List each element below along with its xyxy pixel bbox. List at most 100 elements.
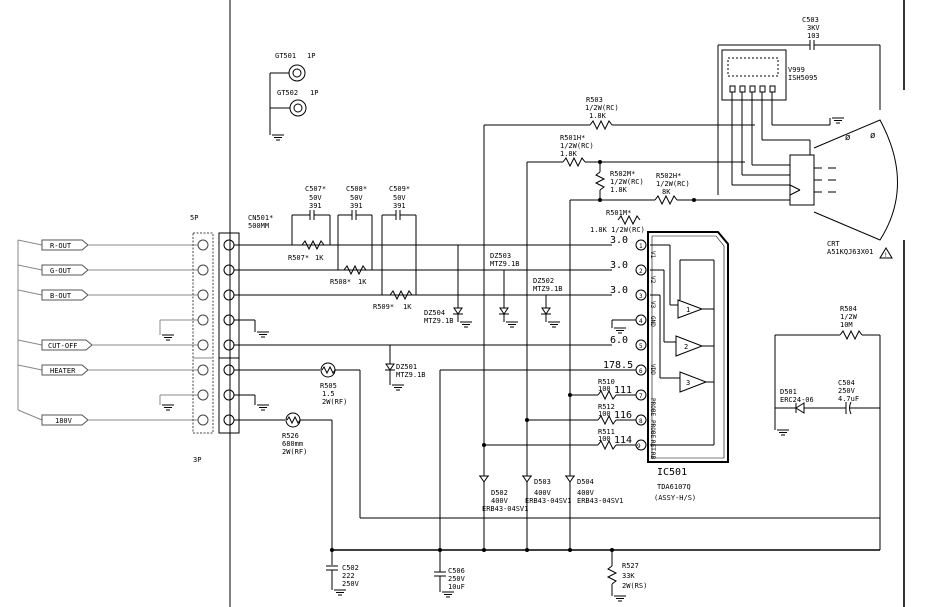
v999-socket: V999 ISH5095 <box>721 49 845 186</box>
pin-9-num: 9 <box>637 443 641 450</box>
c507-ref: C507* <box>305 185 326 193</box>
c507-v1: 50V <box>309 194 322 202</box>
cn501-val: 500MM <box>248 222 269 230</box>
r505-ref: R505 <box>320 382 337 390</box>
d502-v1: 400V <box>491 497 509 505</box>
dz502-ref: DZ502 <box>533 277 554 285</box>
pin-4-num: 4 <box>639 318 643 325</box>
crt-val: A51KQJ63X01 <box>827 248 873 256</box>
r501h-v2: 1.8K <box>560 150 578 158</box>
c509-v1: 50V <box>393 194 406 202</box>
side-label-probe-2: PROBE <box>649 420 656 438</box>
connector-pins <box>197 239 235 426</box>
v999-val: ISH5095 <box>788 74 818 82</box>
v999-ref: V999 <box>788 66 805 74</box>
r509-ref: R509* <box>373 303 394 311</box>
d502-v2: ERB43-04SV1 <box>482 505 528 513</box>
dz502-zener: DZ502 MTZ9.1B <box>533 277 563 328</box>
crt-tube: ø ø CRT A51KQJ63X01 ! <box>789 119 898 259</box>
d504-v2: ERB43-04SV1 <box>577 497 623 505</box>
side-label-rb: RB <box>649 452 656 460</box>
amp-3 <box>679 371 708 393</box>
dz503-val: MTZ9.1B <box>490 260 520 268</box>
c502-ref: C502 <box>342 564 359 572</box>
pin-5-num: 5 <box>639 343 643 350</box>
r503-v2: 1.8K <box>589 112 607 120</box>
pin-8-num: 8 <box>639 418 643 425</box>
c504-capacitor: C504 250V 4.7uF <box>838 379 880 415</box>
gt501-terminal: GT501 1P <box>270 52 315 82</box>
d501-val: ERC24-06 <box>780 396 814 404</box>
r504-v1: 1/2W <box>840 313 858 321</box>
r507-val: 1K <box>315 254 324 262</box>
amp-3-label: 3 <box>686 379 690 387</box>
r502m-resistor: R502M* 1/2W(RC) 1.8K <box>594 162 644 200</box>
r501m-ref: R501M* <box>606 209 631 217</box>
ic501: 1 2 3 1 2 3 4 5 6 7 <box>603 231 729 502</box>
input-r-out: R-OUT <box>17 239 198 251</box>
r512-resistor: R512 100 <box>527 403 636 426</box>
pin-1-volt: 3.0 <box>610 235 628 246</box>
d502-ref: D502 <box>491 489 508 497</box>
d504-v1: 400V <box>577 489 595 497</box>
pin-6-num: 6 <box>639 368 643 375</box>
r502h-v1: 1/2W(RC) <box>656 180 690 188</box>
r526-resistor: R526 680mm 2W(RF) <box>234 412 333 565</box>
amp-1-label: 1 <box>686 306 690 314</box>
pin-8-volt: 116 <box>614 410 632 421</box>
connector-5p-label: 5P <box>190 214 198 222</box>
r505-v2: 2W(RF) <box>322 398 347 406</box>
r526-ref: R526 <box>282 432 299 440</box>
dz501-ref: DZ501 <box>396 363 417 371</box>
r511-ref: R511 <box>598 428 615 436</box>
r511-val: 100 <box>598 435 611 443</box>
r502m-v1: 1/2W(RC) <box>610 178 644 186</box>
pin-2-name: V2 <box>649 276 656 284</box>
connector-3p-label: 3P <box>193 456 201 464</box>
r509-val: 1K <box>403 303 412 311</box>
input-r-out-label: R-OUT <box>50 242 72 250</box>
d504-diode: D504 400V ERB43-04SV1 <box>565 200 623 550</box>
d504-ref: D504 <box>577 478 594 486</box>
c503-capacitor: C503 3KV 103 <box>717 16 881 195</box>
pin-2-volt: 3.0 <box>610 260 628 271</box>
dz504-zener: DZ504 MTZ9.1B <box>424 245 473 328</box>
c506-ref: C506 <box>448 567 465 575</box>
ic501-part: TDA6107Q <box>657 483 691 491</box>
d501-diode: D501 ERC24-06 <box>775 388 840 414</box>
input-cut-off: CUT-OFF <box>17 339 198 351</box>
r527-v1: 33K <box>622 572 635 580</box>
r504-ref: R504 <box>840 305 857 313</box>
c502-v1: 222 <box>342 572 355 580</box>
pin-5-volt: 6.0 <box>610 335 628 346</box>
input-b-out: B-OUT <box>17 289 198 301</box>
c503-v1: 3KV <box>807 24 820 32</box>
r527-v2: 2W(RS) <box>622 582 647 590</box>
crt-ref: CRT <box>827 240 840 248</box>
ic501-assy: (ASSY-H/S) <box>654 494 696 502</box>
r510-resistor: R510 100 <box>570 378 636 401</box>
c509-ref: C509* <box>389 185 410 193</box>
pin-1-num: 1 <box>639 243 643 250</box>
pin-3-num: 3 <box>639 293 643 300</box>
gt502-val: 1P <box>310 89 318 97</box>
gt501-val: 1P <box>307 52 315 60</box>
connector-5p: 5P 3P <box>190 214 240 464</box>
d503-ref: D503 <box>534 478 551 486</box>
dz504-ref: DZ504 <box>424 309 445 317</box>
input-labels: R-OUT G-OUT B-OUT CUT-OFF HEATER <box>17 239 198 426</box>
dz501-val: MTZ9.1B <box>396 371 426 379</box>
pin-6-volt: 178.5 <box>603 360 633 371</box>
amp-2 <box>675 335 704 357</box>
r503-resistor: R503 1/2W(RC) 1.8K <box>484 96 755 131</box>
pin-3-name: V3 <box>649 301 656 309</box>
input-b-out-label: B-OUT <box>50 292 72 300</box>
r502h-ref: R502H* <box>656 172 681 180</box>
r501m-resistor: R501M* 1.8K 1/2W(RC) <box>590 209 645 234</box>
dz503-zener: DZ503 MTZ9.1B <box>490 252 520 328</box>
c509-r509-network: C509* 50V 391 R509* 1K <box>373 185 417 311</box>
amp-1 <box>677 299 704 319</box>
gt502-terminal: GT502 1P <box>269 73 318 141</box>
r501h-v1: 1/2W(RC) <box>560 142 594 150</box>
pin-9-volt: 114 <box>614 435 632 446</box>
